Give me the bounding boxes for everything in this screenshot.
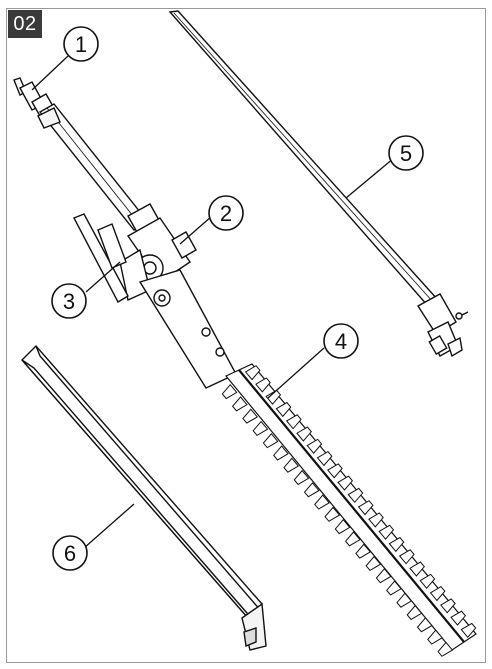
- blade-tooth: [244, 365, 261, 381]
- leader-line-5: [345, 157, 395, 199]
- figure-number-badge: 02: [8, 10, 42, 38]
- callout-3: 3: [51, 283, 87, 319]
- blade-tooth: [355, 543, 371, 559]
- blade-mount-arm: [138, 269, 248, 389]
- callout-6: 6: [52, 535, 88, 571]
- callout-2-label: 2: [220, 201, 232, 226]
- blade-tooth: [255, 377, 271, 393]
- blade-tooth: [293, 469, 310, 486]
- blade-tooth: [273, 445, 289, 461]
- blade-tooth: [252, 420, 269, 437]
- blade-tooth: [327, 463, 343, 479]
- gearbox-housing: [73, 213, 197, 303]
- blade-tooth: [344, 531, 361, 547]
- callout-2: 2: [208, 195, 244, 231]
- blade-tooth: [306, 438, 323, 454]
- blade-tooth: [324, 506, 341, 522]
- callout-1: 1: [63, 26, 99, 62]
- blade-tooth: [314, 494, 330, 510]
- blade-tooth: [450, 610, 467, 626]
- figure-border: [6, 8, 486, 663]
- blade-tooth: [416, 617, 433, 633]
- blade-tooth: [440, 598, 456, 614]
- blade-tooth: [437, 641, 454, 657]
- callout-1-label: 1: [75, 32, 87, 57]
- blade-tooth: [262, 433, 279, 449]
- blade-tooth: [365, 555, 382, 572]
- blade-guard: [21, 344, 267, 651]
- callout-3-label: 3: [63, 289, 75, 314]
- blade-tooth: [398, 549, 415, 565]
- blade-tooth: [275, 401, 292, 418]
- blade-tooth: [409, 561, 425, 577]
- blade-tooth: [386, 580, 402, 596]
- callout-4-label: 4: [335, 329, 347, 354]
- blade-tooth: [285, 414, 302, 430]
- blade-tooth: [419, 573, 436, 589]
- callout-5-label: 5: [400, 141, 412, 166]
- callout-4: 4: [323, 323, 359, 359]
- blade-tooth: [396, 592, 413, 608]
- blade-tooth: [460, 622, 477, 639]
- blade-tooth: [427, 629, 443, 645]
- leader-line-1: [31, 55, 69, 91]
- blade-tooth: [283, 457, 300, 473]
- blade-tooth: [231, 396, 248, 412]
- blade-tooth: [375, 568, 392, 584]
- blade-tooth: [368, 512, 384, 528]
- extension-pole: [168, 10, 469, 358]
- leader-lines: [31, 55, 395, 549]
- blade-tooth: [334, 518, 351, 535]
- blade-tooth: [303, 482, 320, 498]
- leader-line-2: [179, 215, 213, 245]
- blade-tooth: [406, 604, 423, 621]
- blade-tooth: [337, 475, 354, 491]
- hedge-blade: [221, 363, 477, 657]
- callout-6-label: 6: [64, 541, 76, 566]
- callout-5: 5: [388, 135, 424, 171]
- blade-tooth: [242, 408, 258, 424]
- blade-tooth: [357, 500, 374, 516]
- leader-line-4: [267, 347, 325, 399]
- blade-tooth: [221, 383, 238, 400]
- drive-shaft: [13, 77, 161, 235]
- blade-tooth: [388, 536, 405, 553]
- blade-tooth: [378, 524, 395, 540]
- blade-tooth: [316, 450, 333, 467]
- blade-tooth: [429, 585, 446, 602]
- leader-line-3: [85, 261, 121, 293]
- blade-tooth: [265, 389, 282, 405]
- blade-tooth: [347, 487, 364, 504]
- blade-tooth: [296, 426, 312, 442]
- leader-line-6: [83, 503, 135, 549]
